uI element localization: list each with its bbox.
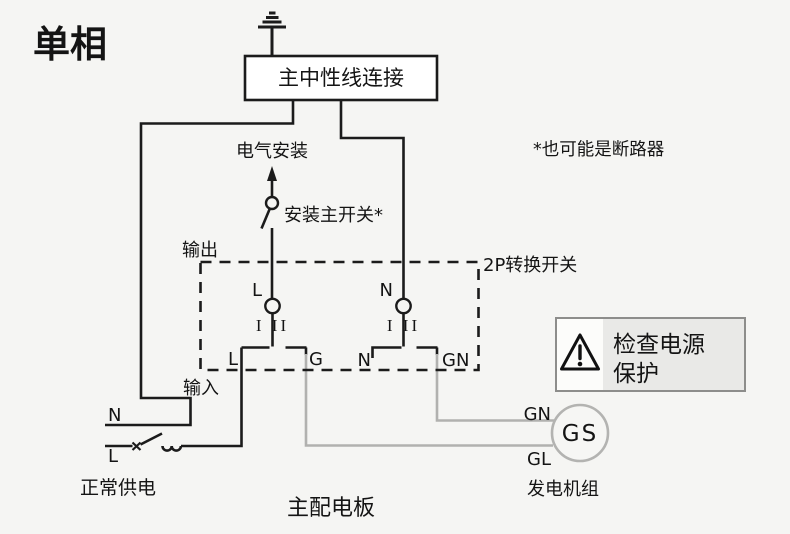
generator-set-label: 发电机组 <box>527 479 599 500</box>
supply-l-wire <box>161 347 243 452</box>
positions-n-label: I II <box>387 316 420 335</box>
diagram-title: 单相 <box>33 23 107 66</box>
main-neutral-link-box <box>243 54 439 102</box>
neutral-wire-to-n-pole <box>339 100 405 299</box>
output-label: 输出 <box>182 240 218 261</box>
generator-gn-wire <box>435 354 556 422</box>
l-selector-circle <box>264 297 281 315</box>
contact-x-mark <box>131 441 142 451</box>
warning-text-line1: 检查电源 <box>613 332 705 358</box>
n-contact-bracket <box>371 346 439 358</box>
l-contact-bracket <box>241 346 308 355</box>
transfer-switch-label: 2P转换开关 <box>483 255 577 276</box>
terminal-l-label: L <box>228 349 238 370</box>
installation-load-label: 电气安装 <box>236 141 308 162</box>
n-selector-circle <box>395 297 412 315</box>
main-neutral-link-label: 主中性线连接 <box>278 66 404 90</box>
generator-gs-label: GS <box>562 421 598 447</box>
pole-l-label: L <box>252 280 262 301</box>
warning-box: 检查电源 保护 <box>555 317 746 392</box>
generator-gl-wire <box>304 354 553 447</box>
main-switch-blade <box>260 206 272 230</box>
supply-n-label: N <box>108 405 121 426</box>
warning-text-line2: 保护 <box>613 361 659 387</box>
up-arrow-icon <box>267 166 277 181</box>
terminal-gn-label: GN <box>442 350 469 371</box>
terminal-g-label: G <box>309 349 323 370</box>
terminal-n-label: N <box>358 350 371 371</box>
generator-gn-label: GN <box>524 404 551 425</box>
warning-triangle-icon <box>560 333 600 371</box>
main-switch-contact-circle <box>264 195 280 211</box>
installation-main-switch-label: 安装主开关* <box>284 205 383 226</box>
supply-l-label: L <box>108 446 118 467</box>
neutral-wire-to-supply <box>105 100 295 427</box>
earth-ground-icon <box>258 11 286 57</box>
generator-circle <box>550 403 610 463</box>
main-board-label: 主配电板 <box>287 496 375 521</box>
input-label: 输入 <box>183 378 219 399</box>
pole-n-label: N <box>380 280 393 301</box>
supply-switch-blade <box>139 432 163 446</box>
transfer-switch-dashed-box <box>199 260 480 372</box>
footnote: *也可能是断路器 <box>533 140 664 160</box>
normal-supply-label: 正常供电 <box>80 477 156 499</box>
positions-l-label: I II <box>256 316 289 335</box>
generator-gl-label: GL <box>527 449 551 470</box>
